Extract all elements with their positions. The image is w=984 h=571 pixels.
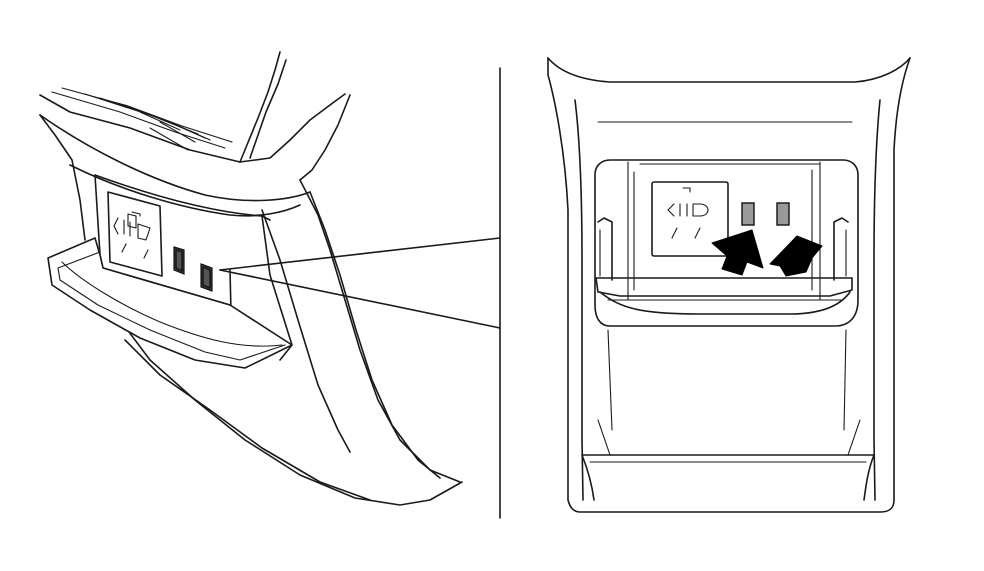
left-panel [39,51,463,506]
ac-socket-left [107,191,163,277]
callout-line-upper [219,237,501,271]
usb-ports-left [173,246,213,292]
lid-lip-right [595,217,853,315]
outlet-window-right [594,159,859,327]
console-body-left [39,94,463,506]
callout [219,67,501,519]
flip-lid-left [47,237,293,369]
usb-port-right-2 [776,202,790,226]
ac-socket-right [651,181,729,257]
usb-ports-right [741,202,790,226]
console-top-tray [39,51,346,163]
console-housing-right [547,57,911,513]
indicator-arrows [711,229,823,277]
right-panel [547,57,911,513]
callout-line-lower [219,269,501,329]
arrow-usb-2-icon [769,235,823,277]
arrow-usb-1-icon [711,229,764,276]
usb-port-right-1 [741,202,755,226]
